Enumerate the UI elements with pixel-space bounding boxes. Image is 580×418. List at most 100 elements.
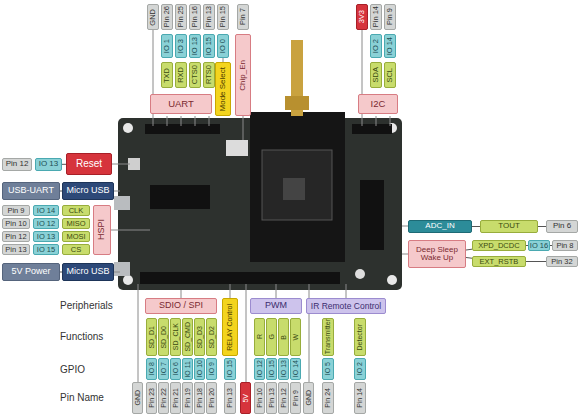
connector-line	[466, 257, 472, 259]
function-cell: Detector	[354, 318, 366, 356]
node-text: IO 5	[324, 362, 331, 375]
node-text: Pin 9	[292, 390, 299, 406]
gpio-cell: IO 14	[290, 358, 301, 380]
function-cell: W	[290, 318, 301, 356]
pin-cell: Pin 15	[217, 4, 229, 30]
connector-line	[526, 245, 528, 246]
node-text: Reset	[76, 159, 102, 170]
node-text: IO 16	[530, 242, 548, 250]
gpio-cell: IO 8	[146, 358, 157, 380]
node-text: GND	[134, 390, 141, 406]
mount-hole	[123, 123, 133, 133]
red-tag: 5V	[240, 382, 251, 414]
function-cell: CLK	[62, 205, 90, 216]
node-text: Pin 7	[239, 8, 247, 25]
function-cell: B	[278, 318, 289, 356]
node-text: GND	[149, 9, 157, 26]
gpio-cell: IO 13	[278, 358, 289, 380]
node-text: 5V Power	[11, 267, 50, 276]
function-cell: MOSI	[62, 231, 90, 242]
node-text: ADC_IN	[425, 222, 454, 230]
row-heading: Pin Name	[60, 392, 104, 403]
node-text: Pin 8	[556, 242, 573, 250]
node-text: SDA	[372, 67, 380, 82]
gpio-cell: IO 9	[206, 358, 217, 380]
node-text: USB-UART	[8, 186, 54, 195]
pin-cell: Pin 18	[194, 382, 205, 414]
pin-cell: Pin 14	[370, 4, 382, 30]
node-text: IO 9	[208, 362, 215, 375]
pin-cell: Pin 6	[546, 220, 578, 233]
node-text: IO 13	[39, 160, 59, 168]
node-text: IO 6	[172, 362, 179, 375]
node-text: IO 8	[148, 362, 155, 375]
node-text: IO 15	[226, 360, 233, 377]
connector-line	[538, 226, 546, 227]
group-tag: SDIO / SPI	[145, 298, 217, 314]
node-text: HSPI	[97, 219, 106, 240]
node-text: IR Remote Control	[311, 302, 381, 311]
ir-sensor	[355, 269, 365, 279]
node-text: SDIO / SPI	[159, 301, 203, 310]
pin-cell: Pin 10	[2, 218, 30, 229]
node-text: PWM	[265, 301, 287, 310]
gpio-cell: IO 2	[354, 358, 366, 380]
node-text: Pin 10	[256, 388, 263, 408]
group-tag: Deep Sleep Wake Up	[408, 240, 466, 268]
pin-header	[140, 272, 340, 284]
pin-cell: Pin 14	[354, 382, 366, 414]
pin-cell: Pin 8	[552, 240, 578, 251]
node-text: 3V3	[358, 10, 366, 23]
connector-line	[60, 191, 62, 192]
peripheral-tag: IR Remote Control	[306, 298, 386, 314]
pin-cell: Pin 20	[206, 382, 217, 414]
wifi-module	[250, 112, 345, 262]
gpio-cell: IO 12	[254, 358, 265, 380]
node-text: SD_D2	[208, 326, 215, 349]
select-tag: RELAY Control	[222, 298, 238, 356]
node-text: SD_CLK	[172, 323, 179, 350]
pin-cell: Pin 32	[546, 256, 578, 267]
function-cell: SCL	[384, 62, 396, 88]
node-text: Pin 22	[160, 388, 167, 408]
pin-cell: Pin 26	[161, 4, 173, 30]
node-text: Pin 18	[196, 388, 203, 408]
node-text: IO 0	[219, 39, 227, 53]
node-text: Chip_En	[239, 60, 247, 91]
row-heading: Functions	[60, 331, 103, 342]
connector-line	[60, 272, 62, 273]
pin-cell: GND	[132, 382, 143, 414]
gpio-cell: IO 15	[224, 358, 236, 380]
pin-cell: GND	[303, 382, 314, 414]
gpio-cell: IO 15	[203, 34, 215, 58]
node-text: IO 13	[37, 233, 55, 241]
node-text: RELAY Control	[226, 304, 233, 351]
function-cell: SD_CMD	[182, 318, 193, 356]
pin-cell: Pin 12	[278, 382, 289, 414]
node-text: Micro USB	[66, 267, 109, 276]
gpio-cell: IO 15	[33, 244, 59, 255]
gpio-cell: IO 13	[189, 34, 201, 58]
node-text: Pin 19	[184, 388, 191, 408]
select-tag: Mode Select	[215, 62, 231, 116]
node-text: MOSI	[66, 233, 85, 241]
pin-cell: Pin 9	[384, 4, 396, 30]
function-cell: TXD	[161, 62, 173, 88]
connector-line	[550, 245, 552, 246]
node-text: Pin 13	[205, 6, 213, 27]
gpio-cell: IO 5	[322, 358, 334, 380]
node-text: SD_D0	[160, 326, 167, 349]
node-text: MISO	[66, 220, 85, 228]
peripheral-tag: PWM	[250, 298, 302, 314]
pin-header	[352, 124, 392, 134]
node-text: IO 1	[163, 39, 171, 53]
node-text: I2C	[371, 99, 386, 109]
usb-port	[114, 196, 130, 210]
node-text: Pin 23	[148, 388, 155, 408]
connector-tag: Micro USB	[62, 263, 114, 281]
pin-cell: Pin 13	[224, 382, 236, 414]
pin-cell: Pin 9	[2, 205, 30, 216]
slide-switch	[226, 140, 248, 156]
row-heading: Peripherials	[60, 300, 113, 311]
